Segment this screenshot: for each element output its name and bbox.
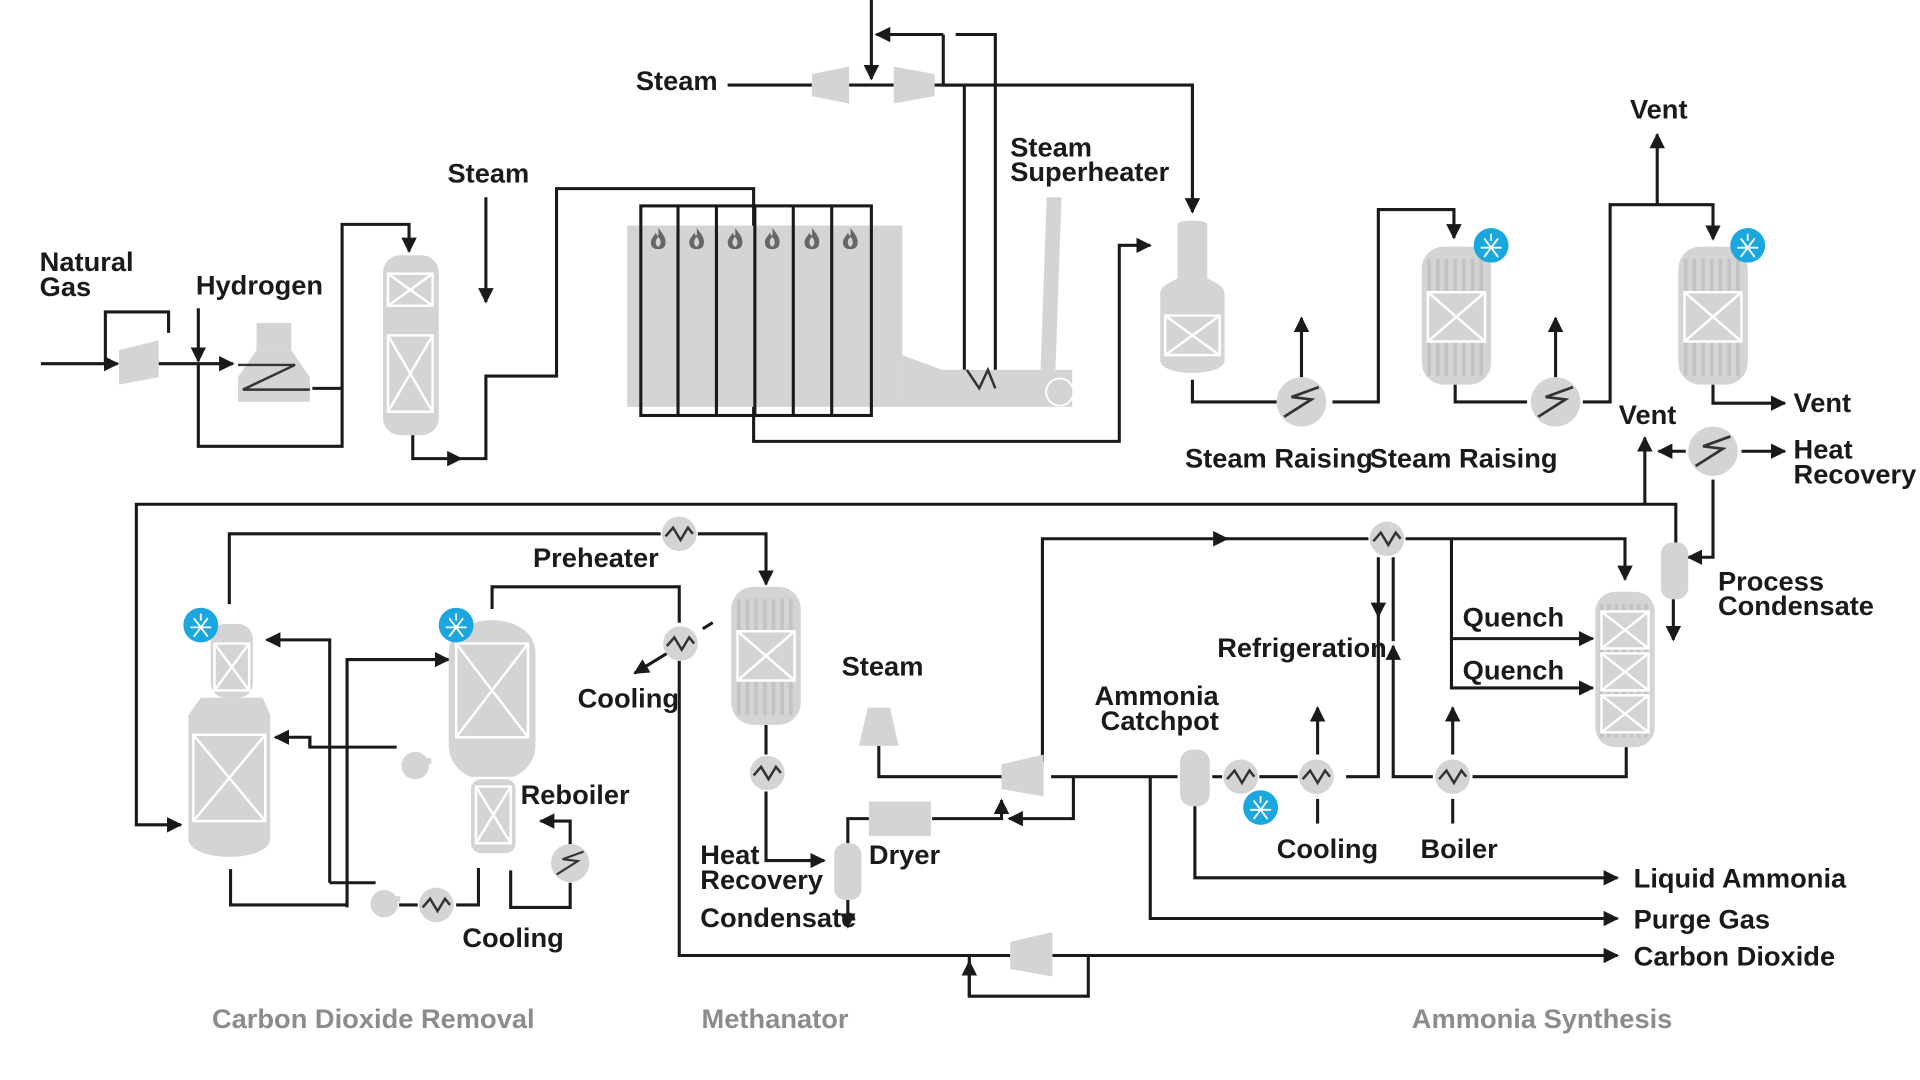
label-reboiler: Reboiler (521, 779, 630, 810)
ammonia-converter (1595, 591, 1655, 748)
control-valve-badge-icon (1729, 227, 1767, 264)
syngas-compressor (1001, 754, 1044, 797)
label-heat-recovery-methanator-line2: Recovery (700, 864, 823, 895)
label-vent-mid: Vent (1619, 399, 1677, 430)
methanator-heat-recovery-icon (748, 754, 786, 792)
control-valve-badge-icon (182, 606, 220, 644)
co2-absorber (188, 623, 271, 857)
co2-stripper (448, 620, 536, 854)
label-heat-recovery-right-line2: Recovery (1794, 458, 1917, 489)
secondary-reformer (1160, 220, 1225, 373)
section-carbon-dioxide-removal: Carbon Dioxide Removal (212, 1003, 535, 1034)
label-steam-superheater: Steam Superheater (1010, 132, 1169, 188)
label-boiler: Boiler (1420, 833, 1498, 864)
label-purge-gas: Purge Gas (1634, 903, 1770, 934)
label-heat-recovery-methanator-line1: Heat (700, 839, 759, 870)
hydrodesulfurizer-heater (237, 323, 310, 402)
label-liquid-ammonia: Liquid Ammonia (1634, 863, 1847, 894)
steam-turbine-synthesis (858, 707, 899, 746)
label-process-condensate-line2: Condensate (1718, 590, 1874, 621)
pump-icon (401, 752, 431, 779)
label-condensate: Condensate (700, 902, 856, 933)
label-natural-gas-line1: Natural (40, 246, 134, 277)
ammonia-catchpot (1180, 749, 1210, 807)
co2-compressor (1010, 932, 1053, 977)
control-valve-badge-icon (1242, 789, 1279, 826)
section-labels: Carbon Dioxide Removal Methanator Ammoni… (212, 1003, 1672, 1034)
steam-raising-exchanger-1-icon (1275, 375, 1328, 428)
label-quench-2: Quench (1463, 654, 1564, 685)
ht-shift-converter (1421, 246, 1492, 385)
refrigeration-exchanger-icon (1222, 758, 1260, 796)
label-steam-methanator: Steam (842, 651, 924, 682)
label-ammonia-catchpot-line1: Ammonia (1094, 680, 1219, 711)
label-cooling-co2: Cooling (462, 922, 563, 953)
pump-icon (370, 890, 400, 917)
label-dryer: Dryer (869, 839, 941, 870)
natural-gas-compressor (118, 340, 159, 385)
label-natural-gas: Natural Gas (40, 246, 142, 302)
section-ammonia-synthesis: Ammonia Synthesis (1412, 1003, 1673, 1034)
label-natural-gas-line2: Gas (40, 271, 92, 302)
stream-labels: Steam Natural Gas Hydrogen Steam Steam S… (40, 65, 1917, 971)
label-ammonia-catchpot: Ammonia Catchpot (1094, 680, 1226, 736)
methanator-reactor (731, 586, 801, 725)
steam-turbine-right (893, 66, 935, 104)
label-steam-left: Steam (447, 158, 529, 189)
control-valve-badge-icon (437, 606, 475, 644)
label-vent-right: Vent (1794, 387, 1852, 418)
dryer-vessel (868, 801, 931, 836)
primary-reformer-furnace (627, 197, 1075, 418)
label-heat-recovery-right-line1: Heat (1794, 434, 1853, 465)
label-steam-superheater-line1: Steam (1010, 132, 1092, 163)
desulfurizer-vessel (383, 255, 439, 436)
process-condensate-separator (1660, 542, 1689, 600)
lt-shift-converter (1678, 246, 1748, 385)
process-pipes (40, 0, 1787, 998)
lean-solution-cooler-icon (417, 886, 455, 924)
feed-effluent-exchanger-icon (1368, 520, 1406, 558)
label-preheater: Preheater (533, 542, 659, 573)
label-steam-superheater-line2: Superheater (1010, 156, 1169, 187)
label-refrigeration: Refrigeration (1217, 632, 1387, 663)
label-carbon-dioxide: Carbon Dioxide (1634, 940, 1835, 971)
label-heat-recovery-methanator: Heat Recovery (700, 839, 823, 895)
label-steam-top: Steam (636, 65, 718, 96)
label-hydrogen: Hydrogen (196, 270, 323, 301)
overhead-cooler-icon (661, 625, 700, 663)
label-heat-recovery-right: Heat Recovery (1794, 434, 1917, 490)
label-cooling-ammonia: Cooling (1277, 833, 1378, 864)
reboiler-exchanger-icon (549, 842, 591, 884)
label-steam-raising-2: Steam Raising (1370, 442, 1558, 473)
label-steam-raising-1: Steam Raising (1185, 442, 1373, 473)
section-methanator: Methanator (702, 1003, 849, 1034)
condensate-separator (834, 843, 862, 900)
label-vent-top: Vent (1630, 93, 1688, 124)
reformer-tubes (639, 204, 873, 418)
label-quench-1: Quench (1463, 601, 1564, 632)
label-cooling-methanator: Cooling (578, 683, 679, 714)
heat-recovery-exchanger-icon (1686, 425, 1740, 478)
preheater-exchanger-icon (660, 515, 698, 553)
cooling-exchanger-icon (1297, 758, 1335, 796)
label-process-condensate-line1: Process (1718, 566, 1824, 597)
steam-turbine-left (811, 66, 850, 104)
label-ammonia-catchpot-line2: Catchpot (1101, 705, 1219, 736)
steam-raising-exchanger-2-icon (1529, 375, 1582, 428)
label-process-condensate: Process Condensate (1718, 566, 1874, 622)
boiler-exchanger-icon (1434, 758, 1472, 796)
control-valve-badge-icon (1472, 227, 1510, 264)
